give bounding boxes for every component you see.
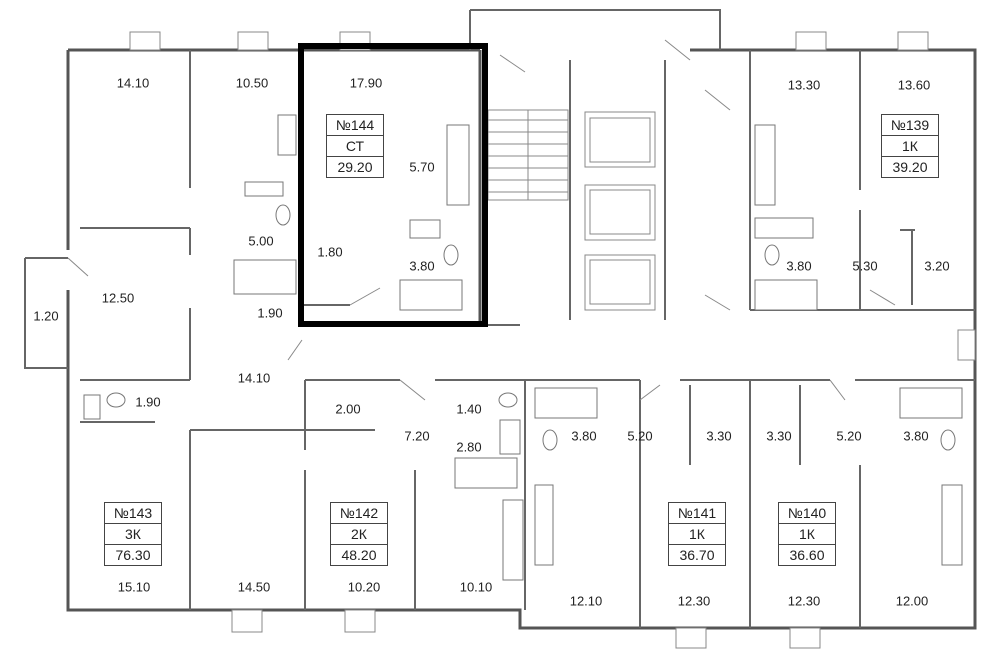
unit-badge-144[interactable]: №144 СТ 29.20 [326, 114, 384, 178]
room-area-label: 3.80 [571, 428, 597, 444]
room-area-label: 12.10 [569, 593, 603, 609]
unit-area: 36.70 [669, 544, 725, 565]
room-area-label: 13.30 [787, 77, 821, 93]
unit-area: 29.20 [327, 156, 383, 177]
unit-badge-143[interactable]: №143 3К 76.30 [104, 502, 162, 566]
room-area-label: 5.20 [836, 428, 862, 444]
room-area-label: 14.10 [237, 370, 271, 386]
unit-type: 1К [882, 135, 938, 156]
unit-area: 39.20 [882, 156, 938, 177]
stair-core [480, 60, 666, 326]
unit-number: №141 [677, 505, 717, 521]
room-area-label: 3.80 [903, 428, 929, 444]
room-area-label: 10.20 [347, 579, 381, 595]
room-area-label: 12.00 [895, 593, 929, 609]
unit-area: 36.60 [779, 544, 835, 565]
room-area-label: 1.40 [456, 401, 482, 417]
unit-type: 1К [779, 523, 835, 544]
unit-type: 2К [331, 523, 387, 544]
unit-badge-142[interactable]: №142 2К 48.20 [330, 502, 388, 566]
unit-number: №143 [113, 505, 153, 521]
room-area-label: 5.70 [409, 159, 435, 175]
interior-walls [80, 50, 975, 628]
unit-number: №139 [890, 117, 930, 133]
unit-type: СТ [327, 135, 383, 156]
unit-type: 1К [669, 523, 725, 544]
room-area-label: 10.10 [459, 579, 493, 595]
room-area-label: 7.20 [404, 428, 430, 444]
room-area-label: 10.50 [235, 75, 269, 91]
windows [129, 31, 976, 649]
room-area-label: 2.80 [456, 439, 482, 455]
room-area-label: 2.00 [335, 401, 361, 417]
unit-number: №140 [787, 505, 827, 521]
room-area-label: 5.20 [627, 428, 653, 444]
room-area-label: 12.30 [787, 593, 821, 609]
room-area-label: 3.30 [706, 428, 732, 444]
unit-badge-140[interactable]: №140 1К 36.60 [778, 502, 836, 566]
unit-number: №144 [335, 117, 375, 133]
room-area-label: 5.00 [248, 233, 274, 249]
room-area-label: 3.80 [786, 258, 812, 274]
room-area-label: 3.20 [924, 258, 950, 274]
fixtures [83, 114, 963, 581]
unit-area: 48.20 [331, 544, 387, 565]
room-area-label: 14.50 [237, 579, 271, 595]
room-area-label: 12.50 [101, 290, 135, 306]
room-area-label: 1.90 [257, 305, 283, 321]
room-area-label: 15.10 [117, 579, 151, 595]
room-area-label: 14.10 [116, 75, 150, 91]
unit-type: 3К [105, 523, 161, 544]
room-area-label: 3.30 [766, 428, 792, 444]
room-area-label: 1.20 [33, 308, 59, 324]
unit-area: 76.30 [105, 544, 161, 565]
room-area-label: 12.30 [677, 593, 711, 609]
unit-number: №142 [339, 505, 379, 521]
room-area-label: 3.80 [409, 258, 435, 274]
outer-walls [24, 9, 977, 630]
unit-badge-141[interactable]: №141 1К 36.70 [668, 502, 726, 566]
room-area-label: 1.90 [135, 394, 161, 410]
unit-badge-139[interactable]: №139 1К 39.20 [881, 114, 939, 178]
room-area-label: 13.60 [897, 77, 931, 93]
room-area-label: 17.90 [349, 75, 383, 91]
highlighted-unit-frame [298, 43, 488, 327]
room-area-label: 5.30 [852, 258, 878, 274]
room-area-label: 1.80 [317, 244, 343, 260]
doors [67, 39, 896, 401]
